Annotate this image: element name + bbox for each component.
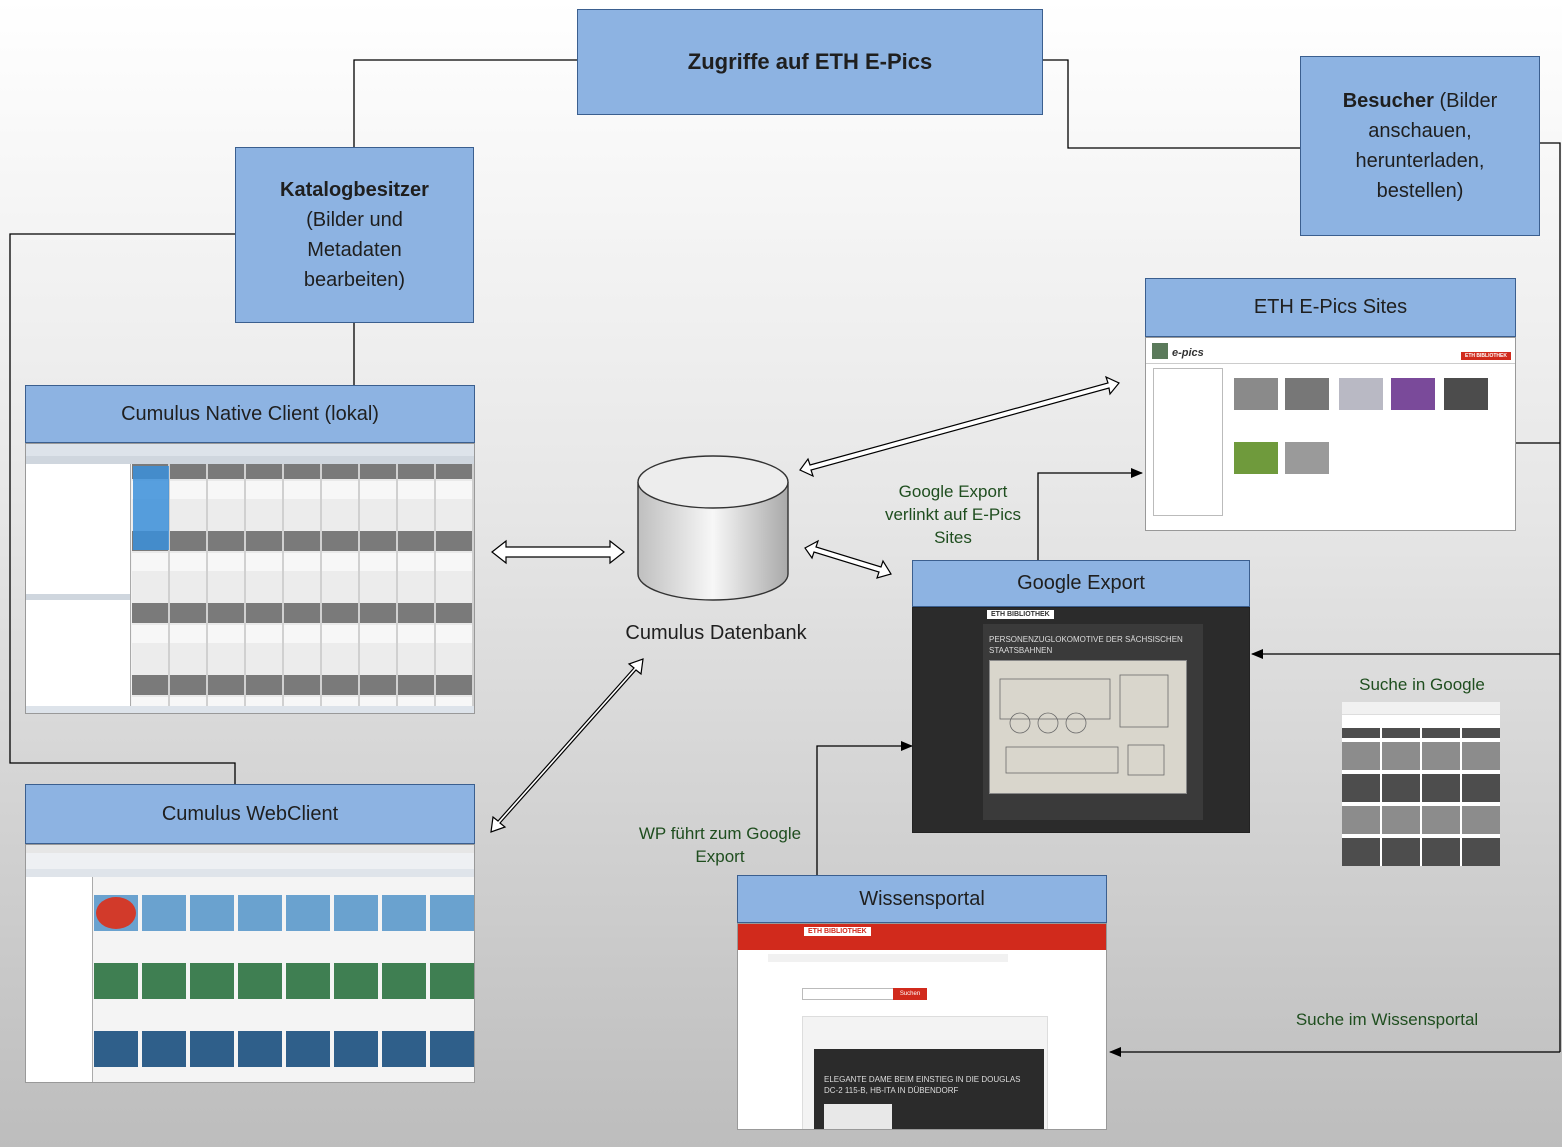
search-button[interactable]: Suchen bbox=[893, 988, 927, 1000]
google-export-screenshot: ETH BIBLIOTHEK PERSONENZUGLOKOMOTIVE DER… bbox=[912, 607, 1250, 833]
web-client-title-box: Cumulus WebClient bbox=[25, 784, 475, 844]
wissensportal-title-box: Wissensportal bbox=[737, 875, 1107, 923]
google-export-link-label: Google Export verlinkt auf E-Pics Sites bbox=[884, 482, 1022, 547]
database-cylinder-icon bbox=[637, 455, 789, 601]
visitor-title: Besucher bbox=[1342, 90, 1434, 112]
wp-to-google-label: WP führt zum Google Export bbox=[638, 824, 802, 866]
db-sites-double-arrow bbox=[799, 375, 1120, 478]
wissensportal-to-google-line bbox=[816, 741, 913, 875]
search-field[interactable] bbox=[802, 988, 894, 1000]
visitor-description: (Bilder anschauen, herunterladen, bestel… bbox=[1355, 90, 1498, 202]
visitor-right-line bbox=[1540, 142, 1561, 1052]
search-wissensportal-label: Suche im Wissensportal bbox=[1295, 1010, 1479, 1029]
title-to-owner-line bbox=[353, 59, 577, 147]
google-export-to-sites-line bbox=[1037, 468, 1143, 560]
page-title: Zugriffe auf ETH E-Pics bbox=[687, 49, 933, 74]
web-client-title: Cumulus WebClient bbox=[161, 802, 339, 825]
google-export-brand: ETH BIBLIOTHEK bbox=[987, 610, 1054, 619]
google-export-title: Google Export bbox=[1017, 572, 1145, 594]
google-export-heading: PERSONENZUGLOKOMOTIVE DER SÄCHSISCHEN ST… bbox=[989, 635, 1183, 655]
epics-brand: ETH BIBLIOTHEK bbox=[1461, 352, 1511, 360]
title-box: Zugriffe auf ETH E-Pics bbox=[577, 9, 1043, 115]
google-export-title-box: Google Export bbox=[912, 560, 1250, 607]
wissensportal-title: Wissensportal bbox=[859, 887, 985, 910]
native-client-title: Cumulus Native Client (lokal) bbox=[121, 402, 379, 425]
wissensportal-brand: ETH BIBLIOTHEK bbox=[804, 927, 871, 936]
native-client-screenshot bbox=[25, 443, 475, 714]
native-client-title-box: Cumulus Native Client (lokal) bbox=[25, 385, 475, 443]
owner-description: (Bilder und Metadaten bearbeiten) bbox=[303, 209, 406, 291]
epics-sites-title-box: ETH E-Pics Sites bbox=[1145, 278, 1516, 337]
db-webclient-double-arrow bbox=[490, 658, 644, 833]
search-google-label: Suche in Google bbox=[1359, 675, 1485, 694]
native-db-double-arrow bbox=[491, 539, 625, 565]
epics-sites-screenshot: e-pics ETH BIBLIOTHEK bbox=[1145, 337, 1516, 531]
wissensportal-screenshot: ETH BIBLIOTHEK Suchen ELEGANTE DAME BEIM… bbox=[737, 923, 1107, 1130]
owner-box: Katalogbesitzer (Bilder und Metadaten be… bbox=[235, 147, 474, 323]
epics-sites-title: ETH E-Pics Sites bbox=[1253, 296, 1408, 318]
locomotive-drawing bbox=[989, 660, 1187, 794]
web-client-screenshot bbox=[25, 844, 475, 1083]
title-to-visitor-line bbox=[1043, 59, 1300, 149]
owner-title: Katalogbesitzer bbox=[280, 179, 429, 201]
visitor-box: Besucher (Bilder anschauen, herunterlade… bbox=[1300, 56, 1540, 236]
wissensportal-heading: ELEGANTE DAME BEIM EINSTIEG IN DIE DOUGL… bbox=[824, 1075, 1021, 1095]
google-image-search-screenshot bbox=[1342, 702, 1500, 866]
epics-logo: e-pics bbox=[1172, 347, 1204, 359]
database-label: Cumulus Datenbank bbox=[625, 622, 807, 644]
